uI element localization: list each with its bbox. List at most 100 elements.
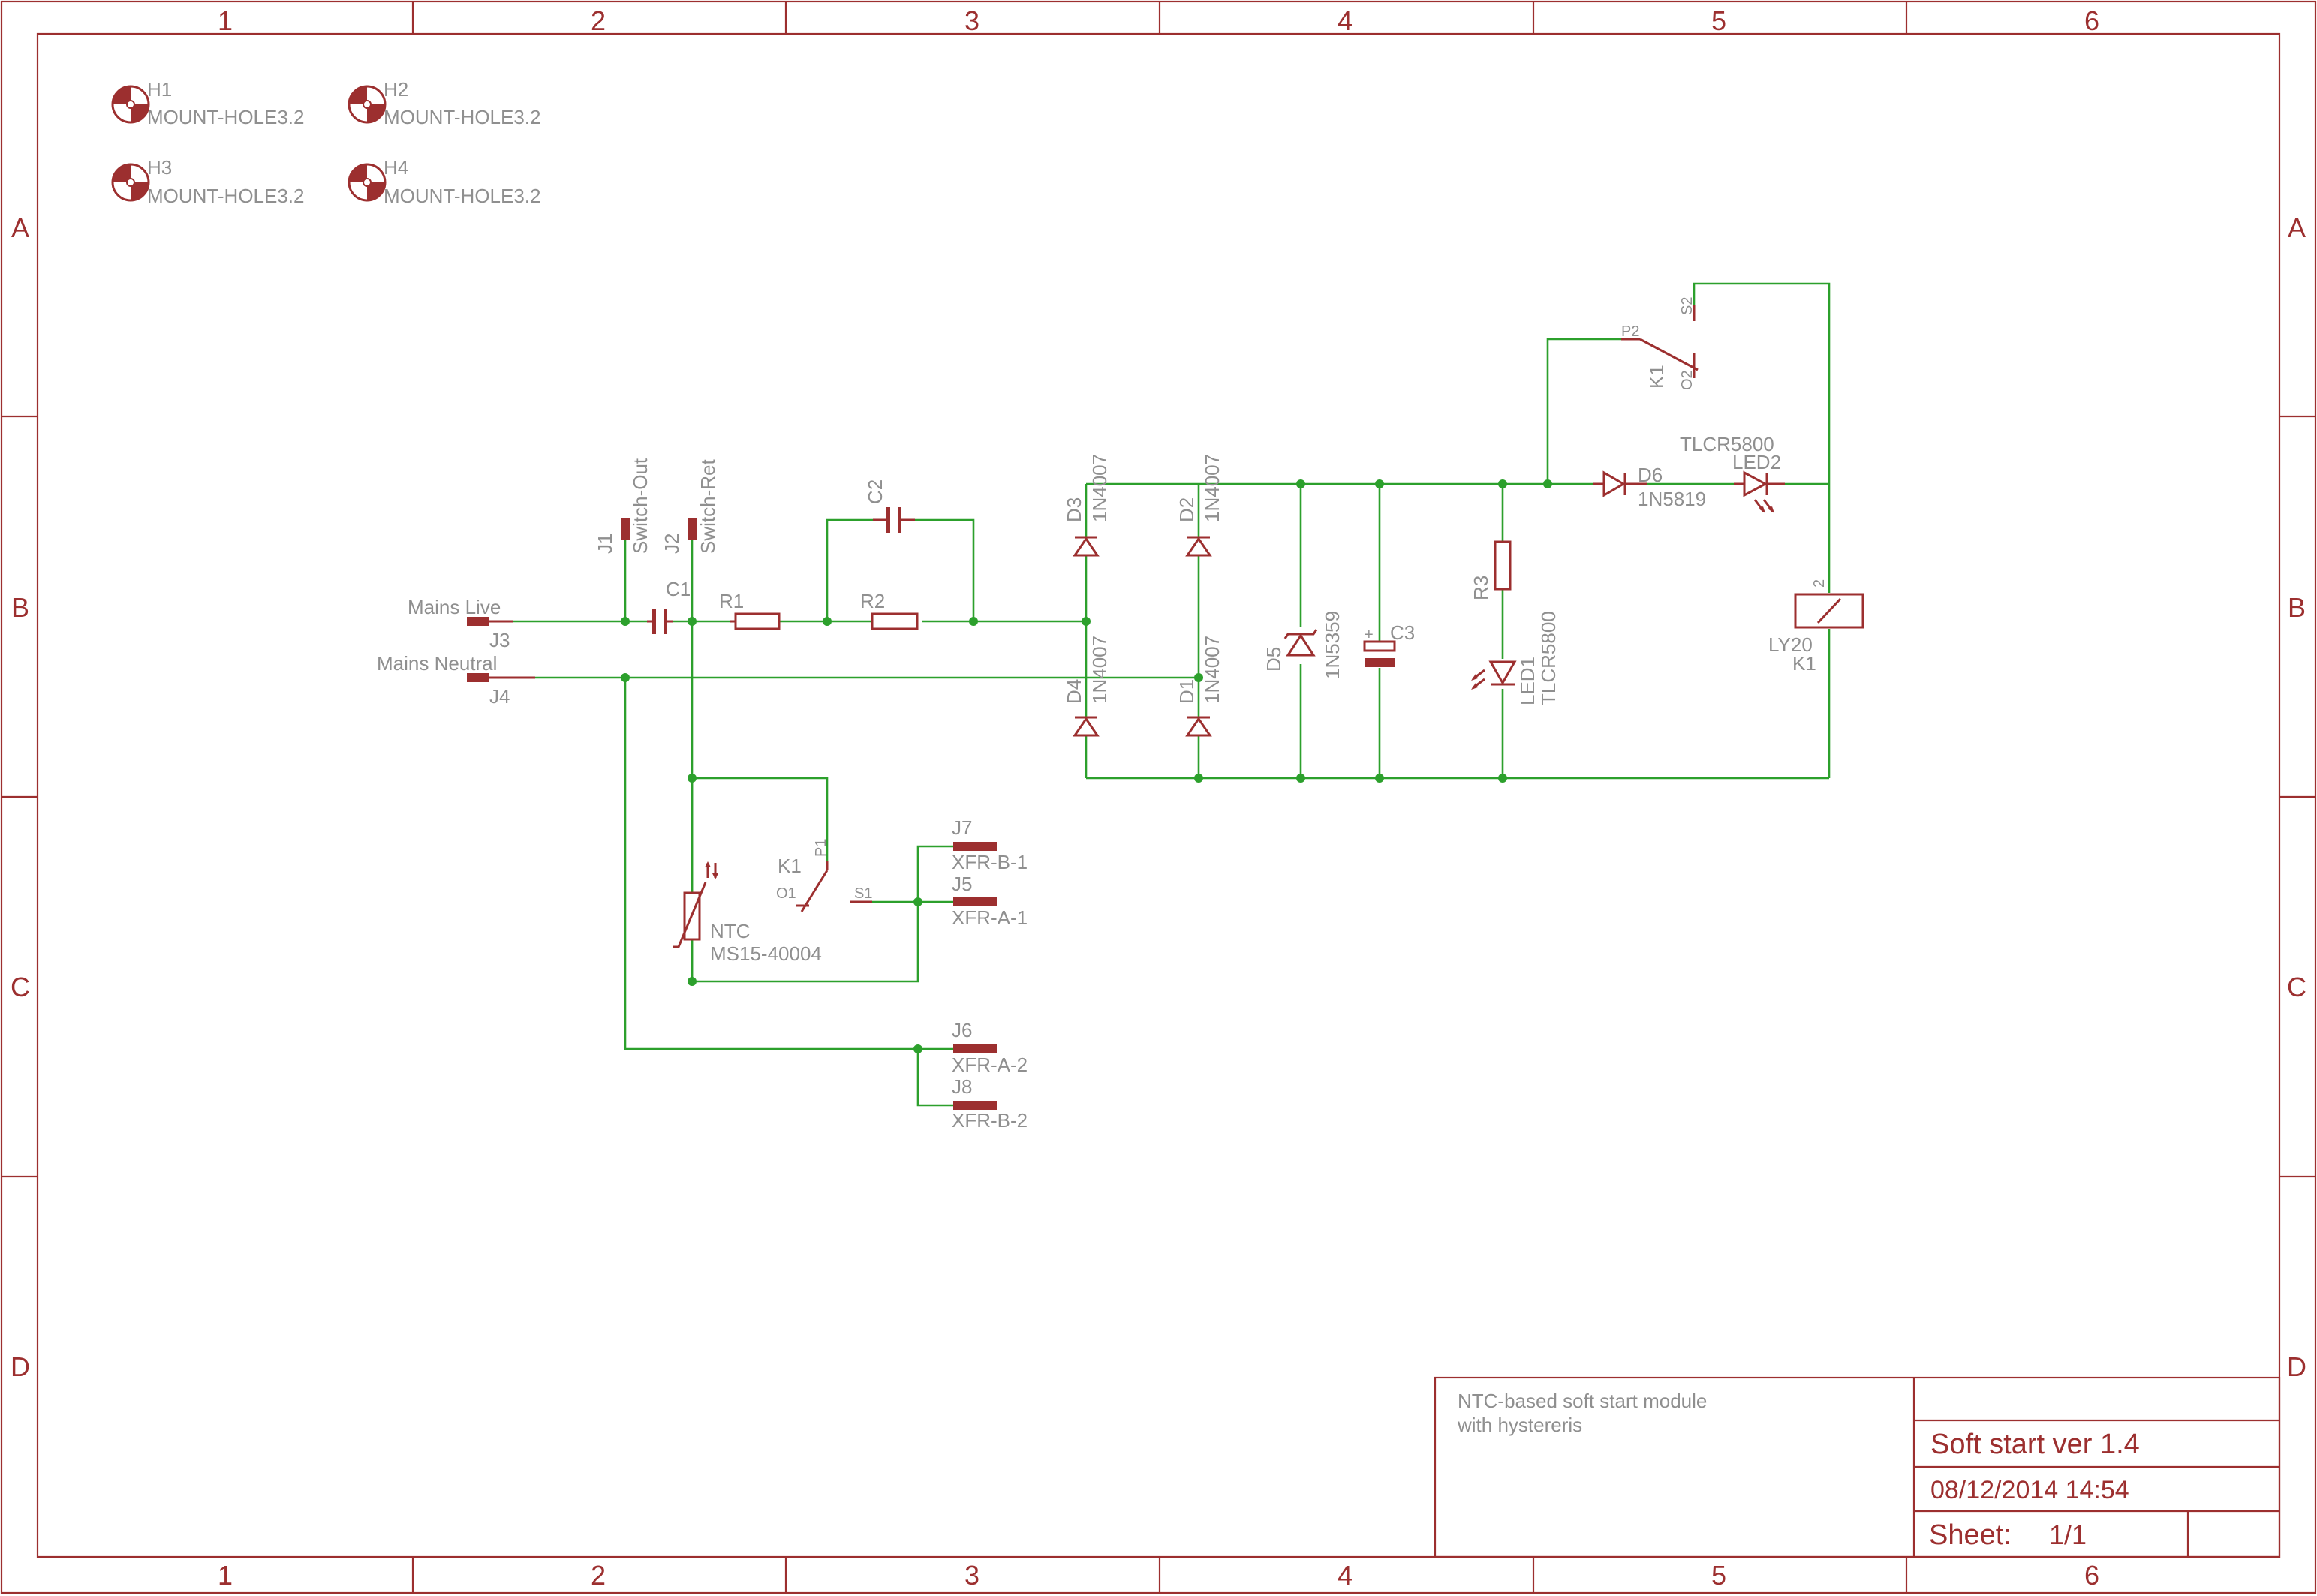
grid-col-bottom-2: 2 [591, 1560, 606, 1591]
capacitor-plus-sign: + [1365, 627, 1374, 643]
diode-value: 1N5819 [1638, 488, 1706, 510]
grid-col-bottom-1: 1 [218, 1560, 233, 1591]
led-value: TLCR5800 [1537, 611, 1560, 705]
ntc-thermistor: NTC MS15-40004 [673, 861, 822, 965]
light-emission-icon [1753, 499, 1774, 513]
connector-ref: J1 [594, 534, 616, 554]
net-label-mains-neutral: Mains Neutral [377, 652, 497, 675]
grid-row-left-c: C [11, 972, 30, 1002]
connector-ref: J6 [952, 1019, 972, 1041]
resistor-ref: R1 [719, 590, 744, 612]
title-block-description-line1: NTC-based soft start module [1458, 1390, 1707, 1412]
connector-value: XFR-A-2 [952, 1053, 1028, 1076]
relay-pin-label: P1 [813, 839, 829, 857]
connector-j8: J8 XFR-B-2 [952, 1075, 1028, 1132]
led-led2: TLCR5800 LED2 [1680, 433, 1785, 513]
diode-ref: D6 [1638, 464, 1663, 486]
grid-col-top-1: 1 [218, 5, 233, 36]
relay-pin-label: O1 [776, 885, 796, 902]
junctions [621, 479, 1552, 1053]
relay-pin-label: S2 [1679, 297, 1696, 315]
mount-hole-icon [111, 85, 150, 124]
capacitor-c3: + C3 [1363, 621, 1415, 667]
mount-hole-value: MOUNT-HOLE3.2 [384, 185, 541, 207]
mount-hole-ref: H3 [147, 156, 172, 179]
title-block-title: Soft start ver 1.4 [1930, 1429, 2140, 1460]
title-block-description-line2: with hystereris [1457, 1414, 1582, 1436]
mount-hole-ref: H4 [384, 156, 408, 179]
mount-hole-h4: H4 MOUNT-HOLE3.2 [348, 156, 541, 207]
led-led1: LED1 TLCR5800 [1471, 611, 1560, 705]
mount-hole-ref: H1 [147, 78, 172, 101]
connector-value: XFR-B-1 [952, 851, 1028, 873]
connector-j5: J5 XFR-A-1 [952, 873, 1028, 929]
relay-pin-label: P2 [1621, 323, 1639, 340]
diode-ref: D1 [1175, 679, 1198, 704]
grid-row-left-d: D [11, 1351, 30, 1382]
mount-hole-icon [348, 85, 387, 124]
grid-row-right-c: C [2287, 972, 2306, 1002]
mount-hole-icon [348, 163, 387, 202]
connector-j7: J7 XFR-B-1 [952, 816, 1028, 873]
connector-ref: J5 [952, 873, 972, 895]
diode-ref: D2 [1175, 497, 1198, 522]
light-emission-icon [1471, 669, 1485, 690]
schottky-diode-d6: D6 1N5819 [1593, 464, 1706, 510]
diode-ref: D3 [1063, 497, 1085, 522]
diode-ref: D4 [1063, 679, 1085, 704]
connector-ref: J4 [489, 685, 510, 708]
led-value: TLCR5800 [1680, 433, 1774, 455]
connector-ref: J3 [489, 629, 510, 651]
title-block-sheet-value: 1/1 [2049, 1519, 2087, 1550]
grid-col-bottom-3: 3 [964, 1560, 979, 1591]
mount-hole-h1: H1 MOUNT-HOLE3.2 [111, 78, 305, 128]
mount-hole-h3: H3 MOUNT-HOLE3.2 [111, 156, 305, 207]
title-block: NTC-based soft start module with hystere… [1434, 1376, 2281, 1558]
connector-ref: J8 [952, 1075, 972, 1098]
mount-hole-h2: H2 MOUNT-HOLE3.2 [348, 78, 541, 128]
connector-value: Switch-Out [629, 458, 651, 554]
grid-col-top-4: 4 [1338, 5, 1353, 36]
resistor-ref: R2 [860, 590, 885, 612]
mount-hole-value: MOUNT-HOLE3.2 [147, 106, 305, 128]
grid-col-top-5: 5 [1711, 5, 1726, 36]
resistor-r2: R2 [860, 590, 919, 630]
led-ref: LED1 [1516, 657, 1539, 705]
led-ref: LED2 [1732, 451, 1781, 473]
connector-value: XFR-A-1 [952, 906, 1028, 929]
net-label-mains-live: Mains Live [408, 596, 501, 618]
relay-ref: K1 [1792, 652, 1816, 675]
grid-row-right-b: B [2288, 592, 2306, 623]
mount-hole-value: MOUNT-HOLE3.2 [147, 185, 305, 207]
mount-hole-ref: H2 [384, 78, 408, 101]
resistor-ref: R3 [1470, 576, 1492, 600]
diode-d3: D3 1N4007 [1063, 454, 1111, 557]
diode-value: 1N5359 [1321, 611, 1344, 679]
connector-value: XFR-B-2 [952, 1109, 1028, 1132]
relay-ref: K1 [1645, 365, 1668, 389]
grid-row-left-a: A [11, 212, 29, 243]
diode-value: 1N4007 [1088, 636, 1111, 704]
connector-j6: J6 XFR-A-2 [952, 1019, 1028, 1076]
diode-ref: D5 [1262, 647, 1285, 672]
connector-j2: J2 Switch-Ret [660, 459, 719, 554]
thermistor-value: MS15-40004 [710, 942, 822, 965]
relay-value: LY20 [1768, 633, 1813, 656]
grid-col-top-6: 6 [2084, 5, 2099, 36]
capacitor-ref: C3 [1390, 621, 1415, 644]
capacitor-c1: C1 [647, 578, 691, 634]
grid-labels: 1 2 3 4 5 6 1 2 3 4 5 6 A B C D A B C D [11, 5, 2306, 1591]
connector-ref: J2 [660, 534, 683, 554]
connector-value: Switch-Ret [697, 459, 719, 554]
temperature-arrows-icon [705, 861, 718, 879]
grid-col-top-3: 3 [964, 5, 979, 36]
grid-row-right-d: D [2287, 1351, 2306, 1382]
capacitor-ref: C2 [864, 479, 886, 504]
title-block-sheet-label: Sheet: [1929, 1519, 2012, 1551]
diode-d4: D4 1N4007 [1063, 636, 1111, 737]
diode-value: 1N4007 [1201, 636, 1223, 704]
relay-pin-label: O2 [1679, 370, 1696, 390]
resistor-r1: R1 [719, 590, 781, 630]
